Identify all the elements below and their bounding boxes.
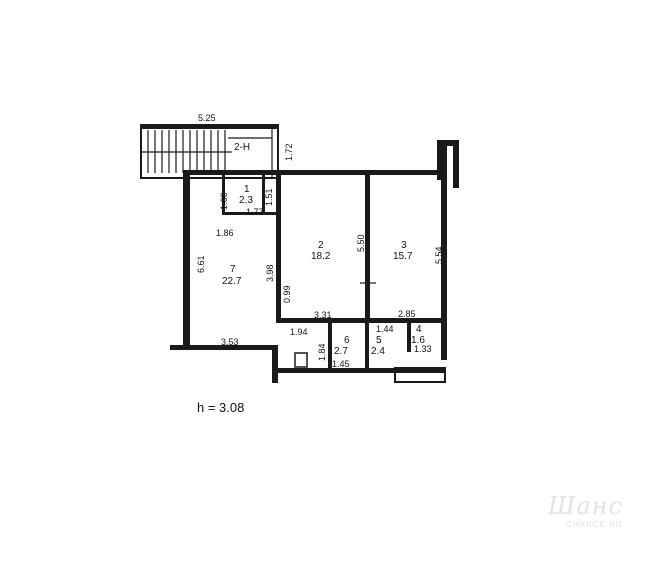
dim-1-84: 1.84 (317, 343, 327, 361)
room-4-area: 1.6 (411, 335, 425, 346)
watermark-logo: Шанс (548, 492, 623, 520)
room-6-number: 6 (344, 335, 350, 346)
room-7-number: 7 (230, 264, 236, 275)
dim-3-98: 3.98 (265, 264, 275, 282)
dim-6-61: 6.61 (196, 255, 206, 273)
rooms: 2-H 1 2.3 2 18.2 3 15.7 4 1.6 5 2.4 6 2.… (222, 142, 425, 357)
room-7-area: 22.7 (222, 276, 242, 287)
room-5-number: 5 (376, 335, 382, 346)
ceiling-height-note: h = 3.08 (197, 400, 245, 415)
room-1-area: 2.3 (239, 195, 253, 206)
stair-label: 2-H (234, 142, 250, 153)
outer-walls (170, 140, 459, 383)
dim-5-50: 5.50 (356, 234, 366, 252)
room-2-area: 18.2 (311, 251, 331, 262)
dim-1-94: 1.94 (290, 327, 308, 337)
dim-3-53: 3.53 (221, 337, 239, 347)
staircase (140, 124, 279, 179)
dim-0-99: 0.99 (282, 285, 292, 303)
room-2-number: 2 (318, 240, 324, 251)
watermark-site: CHANCE.RU (566, 520, 623, 529)
interior-walls (222, 175, 446, 370)
dim-5-54: 5.54 (434, 246, 444, 264)
dim-1-77: 1.77 (246, 207, 264, 217)
dim-1-33: 1.33 (414, 344, 432, 354)
dim-1-45: 1.45 (332, 359, 350, 369)
dimensions: 5.25 1.72 1.60 1.51 1.77 1.86 6.61 3.98 … (196, 113, 444, 369)
room-4-number: 4 (416, 324, 422, 335)
room-5-area: 2.4 (371, 346, 385, 357)
dim-stair-depth: 1.72 (284, 143, 294, 161)
room-1-number: 1 (244, 184, 250, 195)
room-3-area: 15.7 (393, 251, 413, 262)
dim-3-31: 3.31 (314, 310, 332, 320)
dim-1-51: 1.51 (264, 188, 274, 206)
dim-1-44: 1.44 (376, 324, 394, 334)
dim-stair-width: 5.25 (198, 113, 216, 123)
dim-1-60: 1.60 (219, 192, 229, 210)
room-3-number: 3 (401, 240, 407, 251)
dim-2-85: 2.85 (398, 309, 416, 319)
room-6-area: 2.7 (334, 346, 348, 357)
dim-1-86: 1.86 (216, 228, 234, 238)
